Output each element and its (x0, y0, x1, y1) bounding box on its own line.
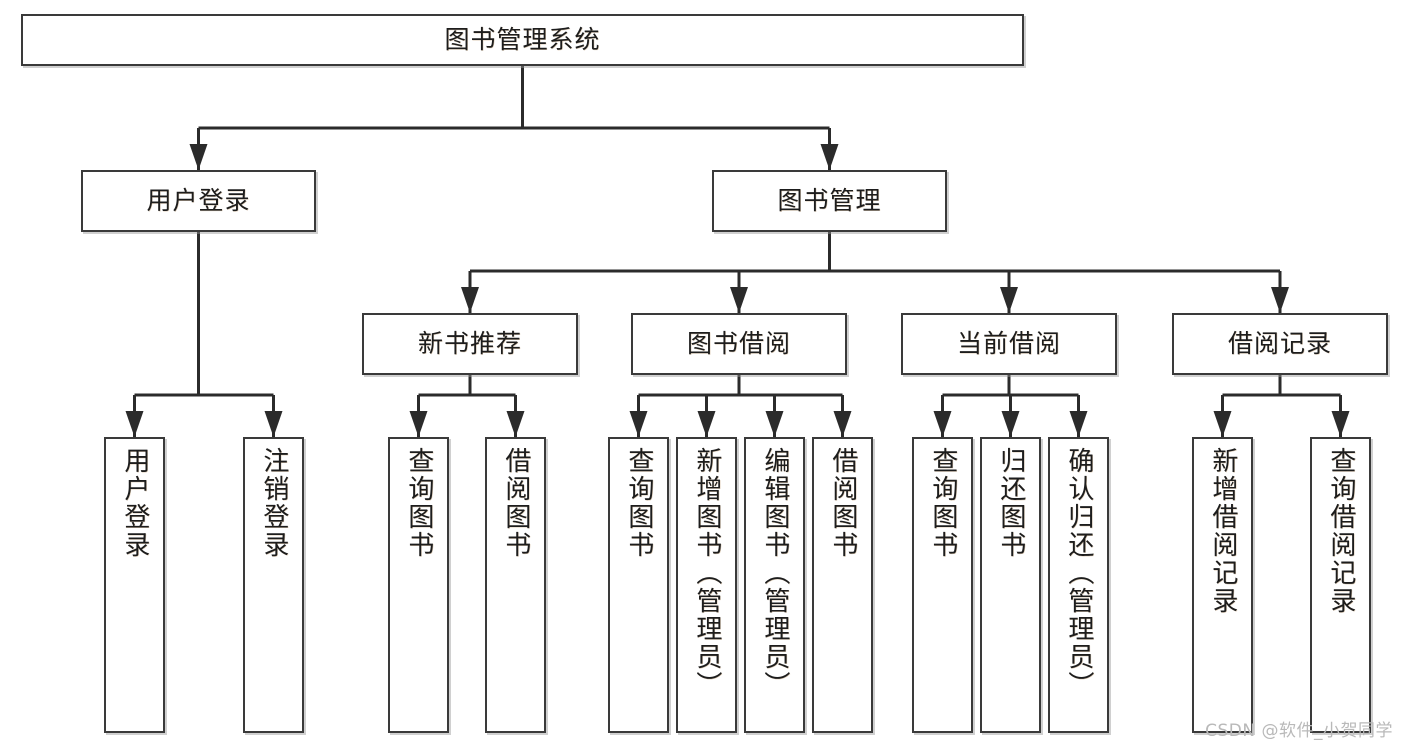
arrowhead-icon (697, 411, 716, 437)
node-book-borrow[interactable]: 图书借阅 (631, 313, 847, 375)
node-leaf-add-book-admin[interactable]: 新增图书（管理员） (676, 437, 737, 733)
arrowhead-icon (1331, 411, 1350, 437)
node-label: 用户登录 (119, 447, 150, 559)
node-leaf-add-borrow-record[interactable]: 新增借阅记录 (1192, 437, 1253, 733)
node-leaf-return-book[interactable]: 归还图书 (980, 437, 1041, 733)
node-label: 用户登录 (146, 186, 251, 216)
node-label: 图书借阅 (686, 329, 791, 359)
node-label: 编辑图书（管理员） (759, 447, 790, 699)
node-label: 查询图书 (403, 447, 434, 559)
node-borrow-record[interactable]: 借阅记录 (1172, 313, 1388, 375)
node-label: 新增图书（管理员） (691, 447, 722, 699)
node-leaf-user-login[interactable]: 用户登录 (104, 437, 165, 733)
node-leaf-edit-book-admin[interactable]: 编辑图书（管理员） (744, 437, 805, 733)
arrowhead-icon (1001, 411, 1020, 437)
node-leaf-query-book-rec[interactable]: 查询图书 (388, 437, 449, 733)
arrowhead-icon (1000, 287, 1018, 313)
arrowhead-icon (1213, 411, 1232, 437)
node-label: 新书推荐 (417, 329, 522, 359)
node-user-login[interactable]: 用户登录 (81, 170, 316, 232)
node-leaf-query-book-current[interactable]: 查询图书 (912, 437, 973, 733)
node-label: 图书管理 (777, 186, 882, 216)
arrowhead-icon (833, 411, 852, 437)
node-label: 新增借阅记录 (1207, 447, 1238, 615)
node-label: 借阅图书 (500, 447, 531, 559)
arrowhead-icon (409, 411, 428, 437)
arrowhead-icon (629, 411, 648, 437)
arrowhead-icon (933, 411, 952, 437)
node-leaf-query-book-borrow[interactable]: 查询图书 (608, 437, 669, 733)
node-label: 注销登录 (258, 447, 289, 559)
arrowhead-icon (125, 411, 144, 437)
node-leaf-logout-login[interactable]: 注销登录 (243, 437, 304, 733)
node-label: 归还图书 (995, 447, 1026, 559)
csdn-watermark: CSDN @软件_小贺同学 (1205, 721, 1393, 741)
node-new-book-recommend[interactable]: 新书推荐 (362, 313, 578, 375)
node-leaf-borrow-book-rec[interactable]: 借阅图书 (485, 437, 546, 733)
node-label: 确认归还（管理员） (1063, 447, 1094, 699)
node-current-borrow[interactable]: 当前借阅 (901, 313, 1117, 375)
node-leaf-confirm-return-admin[interactable]: 确认归还（管理员） (1048, 437, 1109, 733)
arrowhead-icon (765, 411, 784, 437)
node-label: 图书管理系统 (444, 25, 601, 55)
node-label: 查询借阅记录 (1325, 447, 1356, 615)
node-leaf-borrow-book[interactable]: 借阅图书 (812, 437, 873, 733)
arrowhead-icon (189, 144, 208, 170)
arrowhead-icon (264, 411, 283, 437)
node-leaf-query-borrow-record[interactable]: 查询借阅记录 (1310, 437, 1371, 733)
node-label: 借阅图书 (827, 447, 858, 559)
arrowhead-icon (1069, 411, 1088, 437)
arrowhead-icon (461, 287, 479, 313)
node-root[interactable]: 图书管理系统 (21, 14, 1024, 66)
arrowhead-icon (730, 287, 748, 313)
node-book-manage[interactable]: 图书管理 (712, 170, 947, 232)
node-label: 当前借阅 (956, 329, 1061, 359)
arrowhead-icon (506, 411, 525, 437)
node-label: 查询图书 (623, 447, 654, 559)
arrowhead-icon (1271, 287, 1289, 313)
node-label: 查询图书 (927, 447, 958, 559)
node-label: 借阅记录 (1227, 329, 1332, 359)
arrowhead-icon (820, 144, 839, 170)
